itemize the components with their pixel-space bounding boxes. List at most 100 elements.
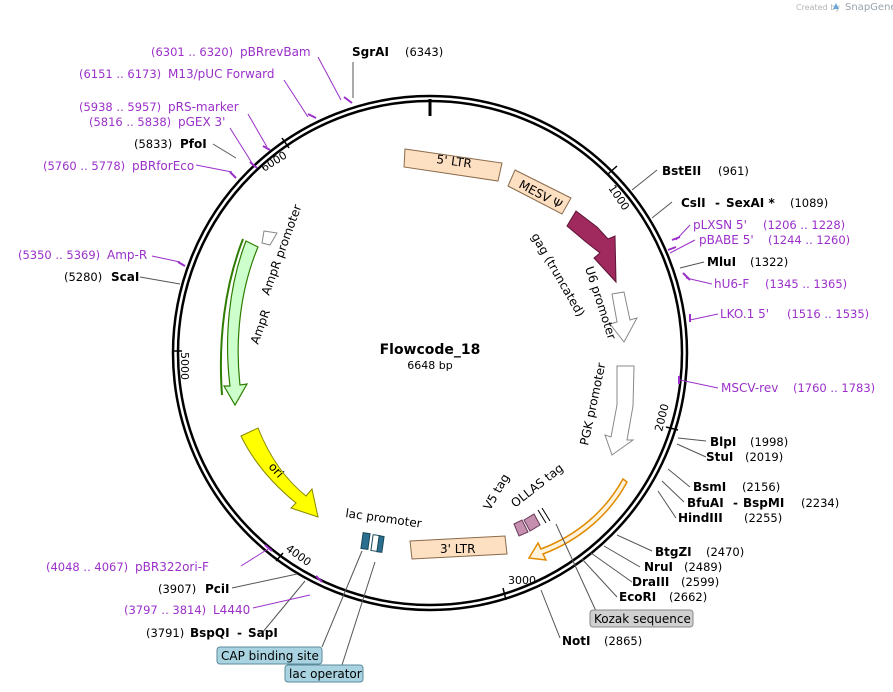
site-csli-pos: (1089) xyxy=(790,196,828,210)
tick-label: 5000 xyxy=(178,352,191,380)
site-bsteii-name: BstEII xyxy=(662,164,701,178)
primer-pbrrevbam-pos: (6301 .. 6320) xyxy=(151,45,233,59)
feature-label-ollas-tag: OLLAS tag xyxy=(508,461,566,510)
site-hindiii-pos: (2255) xyxy=(744,511,782,525)
primer-m13-name: M13/pUC Forward xyxy=(168,67,275,81)
primer-pgex3-name: pGEX 3' xyxy=(178,115,225,129)
site-sgrai-pos: (6343) xyxy=(405,45,443,59)
feature-v5-tag[interactable] xyxy=(513,519,529,537)
tick-label: 6000 xyxy=(259,149,290,175)
feature-label-gag: gag (truncated) xyxy=(528,231,587,320)
site-stui-pos: (2019) xyxy=(745,450,783,464)
primer-leader-lines xyxy=(151,56,719,609)
feature-ollas-tag[interactable] xyxy=(523,513,541,532)
feature-u6-promoter[interactable] xyxy=(609,291,639,343)
feature-3-ltr[interactable] xyxy=(409,535,508,560)
snapgene-logo-icon xyxy=(833,3,839,9)
site-draiii-pos: (2599) xyxy=(681,575,719,589)
site-bfuai-pos: (2234) xyxy=(801,496,839,510)
site-pcii-name: PciI xyxy=(205,582,230,596)
primer-plxsn5-pos: (1206 .. 1228) xyxy=(763,218,845,232)
tick-5000: 5000 xyxy=(172,350,191,380)
site-leader-lines xyxy=(139,62,707,639)
site-noti-pos: (2865) xyxy=(604,634,642,648)
site-pcii-pos: (3907) xyxy=(158,582,196,596)
feature-label-v5-tag: V5 tag xyxy=(480,471,512,512)
site-scai-pos: (5280) xyxy=(64,270,102,284)
primer-pbabe5-pos: (1244 .. 1260) xyxy=(768,233,850,247)
box-cap-label: CAP binding site xyxy=(221,649,319,663)
site-mlui-name: MluI xyxy=(707,255,736,269)
site-btgzi-pos: (2470) xyxy=(706,545,744,559)
primer-hu6f-pos: (1345 .. 1365) xyxy=(765,277,847,291)
tick-3000: 3000 xyxy=(502,574,536,601)
site-bspqi-name: BspQI xyxy=(190,626,230,640)
feature-gag-truncated[interactable] xyxy=(566,210,617,284)
box-lac-operator-label: lac operator xyxy=(289,667,362,681)
primer-ampr-name: Amp-R xyxy=(107,248,147,262)
primer-pbrrevbam-name: pBRrevBam xyxy=(240,45,311,59)
site-mlui-pos: (1322) xyxy=(750,255,788,269)
site-bfuai-sep: - xyxy=(733,496,738,510)
feature-label-ampr-promoter: AmpR promoter xyxy=(259,203,305,297)
primer-pgex3-pos: (5816 .. 5838) xyxy=(89,115,171,129)
box-kozak-label: Kozak sequence xyxy=(594,612,691,626)
feature-mesv-psi[interactable] xyxy=(507,169,572,215)
site-csli-name: CslI xyxy=(681,196,706,210)
site-hindiii-name: HindIII xyxy=(678,511,723,525)
site-noti-name: NotI xyxy=(562,634,591,648)
feature-lac-promoter[interactable] xyxy=(360,532,385,553)
primer-ampr-pos: (5350 .. 5369) xyxy=(18,248,100,262)
site-btgzi-name: BtgZI xyxy=(655,545,692,559)
primer-pbrforeco-pos: (5760 .. 5778) xyxy=(43,159,125,173)
box-kozak-sequence[interactable]: Kozak sequence xyxy=(589,609,694,628)
site-sgrai-name: SgrAI xyxy=(352,45,389,59)
primer-pbabe5-name: pBABE 5' xyxy=(699,233,754,247)
feature-5-ltr[interactable] xyxy=(403,148,503,182)
site-bsteii-pos: (961) xyxy=(718,164,749,178)
feature-ampr-promoter[interactable] xyxy=(261,230,278,246)
site-draiii-name: DraIII xyxy=(632,575,669,589)
site-sapi-name: SapI xyxy=(248,626,278,640)
site-ecori-pos: (2662) xyxy=(669,590,707,604)
feature-label-3-ltr: 3' LTR xyxy=(440,542,475,556)
feature-label-5-ltr: 5' LTR xyxy=(436,152,473,171)
site-sexai-name: SexAI * xyxy=(726,196,775,210)
plasmid-length: 6648 bp xyxy=(407,359,452,372)
site-bspmi-name: BspMI xyxy=(743,496,784,510)
tick-label: 3000 xyxy=(508,574,536,587)
site-nrui-name: NruI xyxy=(644,560,673,574)
site-nrui-pos: (2489) xyxy=(684,560,722,574)
site-pfoi-pos: (5833) xyxy=(134,137,172,151)
primer-pbr322ori-name: pBR322ori-F xyxy=(135,560,209,574)
primer-prs-marker-name: pRS-marker xyxy=(168,100,239,114)
primer-mscvrev-name: MSCV-rev xyxy=(721,381,778,395)
primer-marks xyxy=(177,96,691,583)
site-pfoi-name: PfoI xyxy=(180,137,207,151)
box-cap-binding-site[interactable]: CAP binding site xyxy=(216,646,323,665)
plasmid-name: Flowcode_18 xyxy=(380,342,481,358)
site-bspqi-sep: - xyxy=(237,626,242,640)
backbone-outer-ring xyxy=(171,94,689,612)
feature-label-lac-promoter: lac promoter xyxy=(345,506,423,531)
feature-orf-arrow[interactable] xyxy=(527,477,628,561)
primer-pbr322ori-pos: (4048 .. 4067) xyxy=(46,560,128,574)
feature-ampr-outline xyxy=(219,238,244,396)
primer-hu6f-name: hU6-F xyxy=(714,277,749,291)
site-bfuai-name: BfuAI xyxy=(687,496,724,510)
site-blpi-name: BlpI xyxy=(710,435,736,449)
primer-mscvrev-pos: (1760 .. 1783) xyxy=(793,381,875,395)
primer-prs-marker-pos: (5938 .. 5957) xyxy=(79,100,161,114)
site-csli-sep: - xyxy=(715,196,720,210)
feature-ori[interactable] xyxy=(240,427,319,518)
site-bsmi-pos: (2156) xyxy=(742,480,780,494)
snapgene-brand: SnapGene xyxy=(845,2,893,13)
tick-label: 4000 xyxy=(283,542,313,569)
primer-plxsn5-name: pLXSN 5' xyxy=(693,218,747,232)
box-lac-operator[interactable]: lac operator xyxy=(284,664,364,683)
site-bsmi-name: BsmI xyxy=(693,480,726,494)
primer-lko15-name: LKO.1 5' xyxy=(720,307,769,321)
feature-pgk-promoter[interactable] xyxy=(604,365,635,456)
feature-ampr[interactable] xyxy=(222,240,259,407)
site-bspqi-pos: (3791) xyxy=(146,626,184,640)
